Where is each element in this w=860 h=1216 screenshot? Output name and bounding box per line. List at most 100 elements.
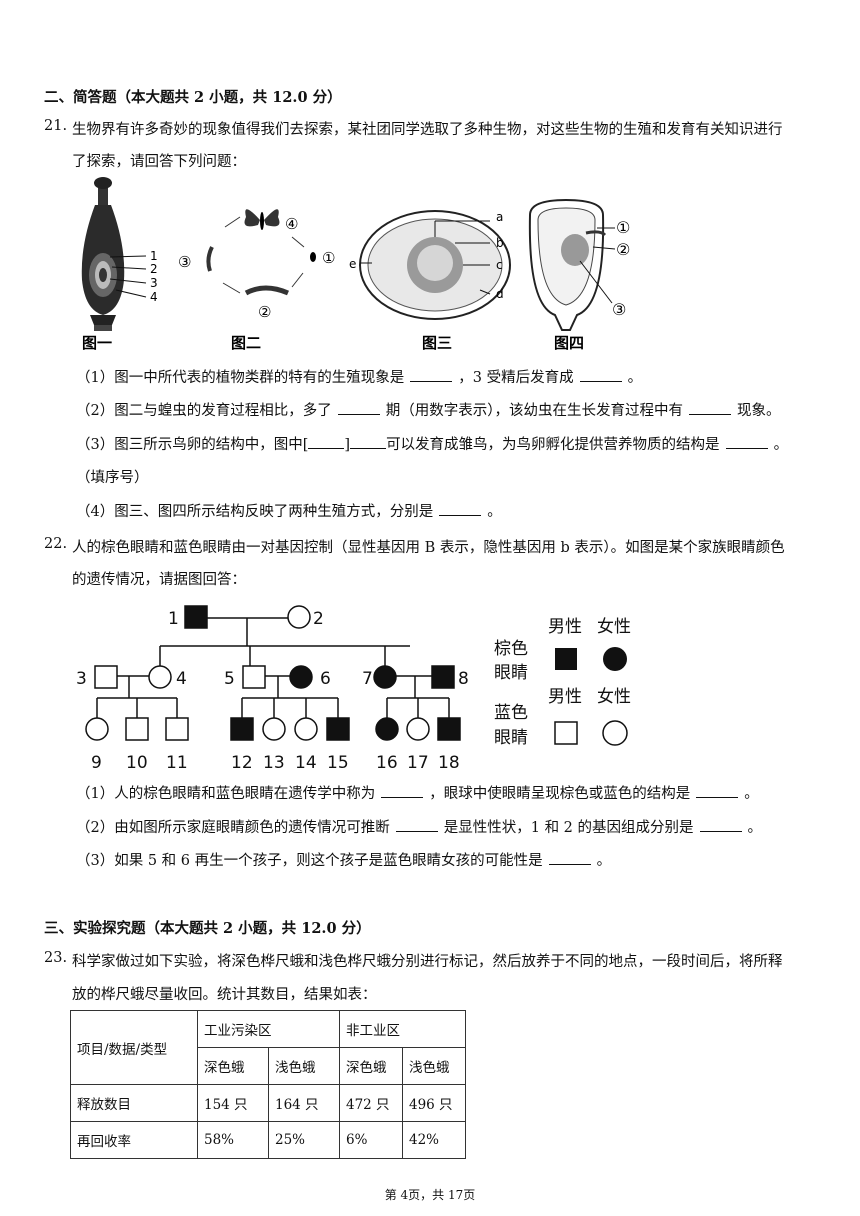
pedigree-chart: 1 2 3 4 5 6 7 8 9 10 11 12 13 14 15 16 1… [76, 605, 631, 773]
page-footer: 第 4页，共 17页 [384, 1188, 476, 1202]
table-cell: 496 只 [402, 1084, 466, 1122]
legend-male-label: 男性 [548, 617, 582, 637]
individual-number: 10 [126, 753, 148, 773]
individual-4-blue-female [148, 665, 172, 689]
table-row-label: 释放数目 [70, 1084, 198, 1122]
answer-blank[interactable] [439, 501, 482, 516]
legend-blue-label-line1: 蓝色 [494, 703, 528, 723]
figure-2-butterfly-life-cycle: ④ ① ② ③ 图二 [178, 209, 335, 352]
table-group-header: 非工业区 [339, 1010, 466, 1048]
legend-female-label: 女性 [597, 687, 631, 707]
question-21-stem-line1: 生物界有许多奇妙的现象值得我们去探索，某社团同学选取了多种生物，对这些生物的生殖… [72, 122, 783, 138]
question-21-figures: 1 2 3 4 图一 ④ ① ② ③ 图二 a [81, 177, 630, 352]
question-22-part-2: （2）由如图所示家庭眼睛颜色的遗传情况可推断是显性性状，1 和 2 的基因组成分… [76, 816, 762, 837]
answer-blank[interactable] [696, 783, 739, 798]
individual-17-blue-female [406, 717, 430, 741]
figure-1-part-label: 4 [150, 290, 158, 304]
legend-brown-label-line1: 棕色 [494, 639, 528, 659]
individual-1-brown-male [184, 605, 208, 629]
answer-blank[interactable] [688, 400, 731, 415]
individual-8-brown-male [431, 665, 455, 689]
question-22-stem-line1: 人的棕色眼睛和蓝色眼睛由一对基因控制（显性基因用 B 表示，隐性基因用 b 表示… [72, 540, 785, 556]
figure-3-bird-egg: a b c d e 图三 [349, 210, 511, 352]
legend-blue-male-symbol [554, 721, 578, 745]
answer-blank[interactable] [410, 367, 453, 382]
figure-1-caption: 图一 [82, 334, 112, 352]
table-cell: 25% [268, 1121, 340, 1159]
question-22-number: 22. [44, 536, 68, 552]
question-22-stem-line2: 的遗传情况，请据图回答： [72, 572, 246, 588]
legend-brown-female-symbol [603, 647, 627, 671]
individual-9-blue-female [85, 717, 109, 741]
answer-blank[interactable] [350, 434, 387, 449]
figure-3-caption: 图三 [422, 334, 452, 352]
figure-2-stage-label: ③ [178, 253, 191, 271]
individual-number: 12 [231, 753, 253, 773]
answer-blank[interactable] [548, 850, 591, 865]
figure-1-pistil-diagram: 1 2 3 4 图一 [81, 177, 158, 352]
figure-3-part-label: a [496, 210, 503, 224]
individual-number: 1 [168, 609, 179, 629]
individual-12-brown-male [230, 717, 254, 741]
answer-blank[interactable] [725, 434, 768, 449]
table-cell: 6% [339, 1121, 403, 1159]
individual-number: 13 [263, 753, 285, 773]
figure-3-part-label: e [349, 257, 356, 271]
individual-number: 3 [76, 669, 87, 689]
individual-14-blue-female [294, 717, 318, 741]
individual-number: 6 [320, 669, 331, 689]
table-subcol-header: 深色蛾 [197, 1047, 269, 1085]
individual-6-brown-female [289, 665, 313, 689]
caterpillar-larva-icon [244, 285, 289, 296]
individual-7-brown-female [373, 665, 397, 689]
figure-3-part-label: c [496, 258, 503, 272]
question-21-part-3: （3）图三所示鸟卵的结构中，图中[]可以发育成雏鸟，为鸟卵孵化提供营养物质的结构… [76, 433, 788, 454]
butterfly-adult-icon [244, 209, 280, 230]
individual-18-brown-male [437, 717, 461, 741]
individual-5-blue-male [242, 665, 266, 689]
section-heading-experiment: 三、实验探究题（本大题共 2 小题，共 12.0 分） [44, 920, 371, 937]
question-21-part-2: （2）图二与蝗虫的发育过程相比，多了期（用数字表示），该幼虫在生长发育过程中有现… [76, 399, 780, 420]
table-subcol-header: 浅色蛾 [402, 1047, 466, 1085]
figure-2-stage-label: ① [322, 249, 335, 267]
question-21-part-1: （1）图一中所代表的植物类群的特有的生殖现象是，3 受精后发育成。 [76, 366, 642, 387]
individual-13-blue-female [262, 717, 286, 741]
answer-blank[interactable] [337, 400, 380, 415]
table-subcol-header: 浅色蛾 [268, 1047, 340, 1085]
answer-blank[interactable] [699, 817, 742, 832]
individual-2-blue-female [287, 605, 311, 629]
question-23-stem-line2: 放的桦尺蛾尽量收回。统计其数目，结果如表： [72, 987, 377, 1003]
individual-number: 7 [362, 669, 373, 689]
individual-number: 4 [176, 669, 187, 689]
figure-3-part-label: d [496, 287, 504, 301]
table-group-header: 工业污染区 [197, 1010, 340, 1048]
figure-2-caption: 图二 [231, 334, 261, 352]
individual-number: 2 [313, 609, 324, 629]
legend-brown-label-line2: 眼睛 [494, 663, 528, 683]
table-row: 再回收率 58% 25% 6% 42% [70, 1121, 466, 1159]
answer-blank[interactable] [381, 783, 424, 798]
answer-blank[interactable] [579, 367, 622, 382]
figure-4-part-label: ③ [612, 300, 626, 319]
figure-4-mammal-embryo: ① ② ③ 图四 [528, 198, 630, 352]
question-22-part-3: （3）如果 5 和 6 再生一个孩子，则这个孩子是蓝色眼睛女孩的可能性是。 [76, 849, 611, 870]
individual-10-blue-male [125, 717, 149, 741]
legend-female-label: 女性 [597, 617, 631, 637]
answer-blank[interactable] [308, 434, 345, 449]
individual-number: 14 [295, 753, 317, 773]
table-cell: 42% [402, 1121, 466, 1159]
figure-2-stage-label: ② [258, 303, 271, 321]
individual-number: 5 [224, 669, 235, 689]
legend-male-label: 男性 [548, 687, 582, 707]
table-cell: 154 只 [197, 1084, 269, 1122]
answer-blank[interactable] [395, 817, 438, 832]
figure-4-part-label: ① [616, 218, 630, 237]
question-22-part-1: （1）人的棕色眼睛和蓝色眼睛在遗传学中称为，眼球中使眼睛呈现棕色或蓝色的结构是。 [76, 782, 759, 803]
figure-2-stage-label: ④ [285, 215, 298, 233]
figure-4-part-label: ② [616, 240, 630, 259]
individual-number: 15 [327, 753, 349, 773]
pupa-icon [206, 246, 214, 272]
table-cell: 472 只 [339, 1084, 403, 1122]
question-23-number: 23. [44, 950, 68, 966]
question-23-stem-line1: 科学家做过如下实验，将深色桦尺蛾和浅色桦尺蛾分别进行标记，然后放养于不同的地点，… [72, 954, 783, 970]
